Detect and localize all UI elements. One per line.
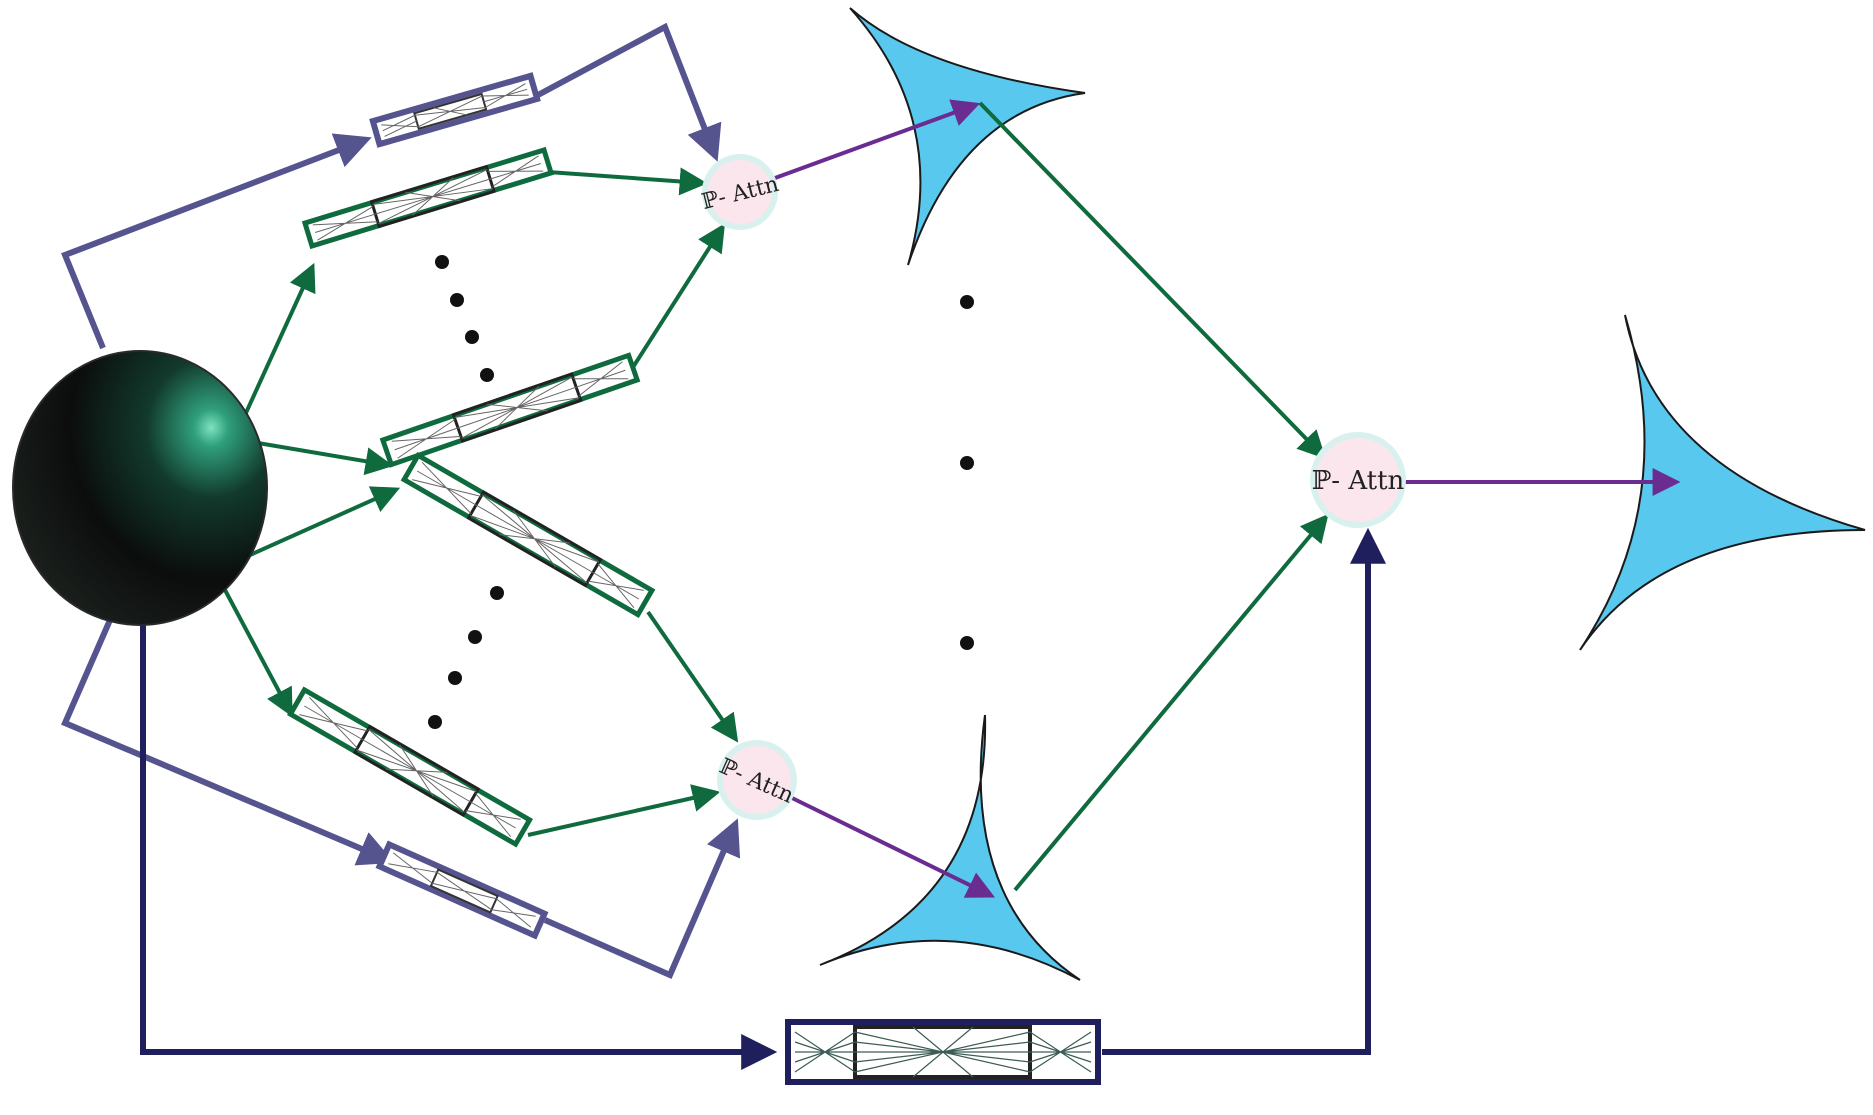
- ellipsis-dots-lower: [428, 586, 504, 729]
- attn-node-bottom[interactable]: ℙ- Attn: [716, 740, 798, 820]
- input-sphere: [12, 350, 268, 626]
- attn-node-final-label: ℙ- Attn: [1312, 466, 1405, 496]
- network-block-green-4: [287, 686, 533, 848]
- simplex-bottom: [819, 714, 1081, 981]
- network-block-green-2: [379, 352, 641, 468]
- slate-path-bottom: [61, 618, 395, 866]
- network-block-navy-bottom: [785, 1019, 1101, 1085]
- attn-node-top[interactable]: ℙ- Attn: [699, 154, 781, 230]
- network-block-slate-bottom: [375, 840, 549, 940]
- purple-arrows: [774, 99, 1681, 898]
- ellipsis-dots-middle: [960, 295, 974, 650]
- navy-path-left: [140, 625, 778, 1070]
- slate-path-bottom-return: [543, 818, 741, 979]
- ellipsis-dots-upper: [435, 255, 494, 382]
- network-block-slate-top: [369, 72, 541, 148]
- attn-node-final[interactable]: ℙ- Attn: [1310, 432, 1406, 528]
- green-arrows: [223, 101, 1329, 892]
- simplex-output: [1579, 314, 1866, 651]
- network-block-green-1: [301, 146, 555, 250]
- network-block-green-3: [400, 451, 656, 619]
- slate-path-top-return: [536, 22, 722, 162]
- slate-path-top: [61, 133, 372, 350]
- navy-path-right: [1102, 527, 1386, 1055]
